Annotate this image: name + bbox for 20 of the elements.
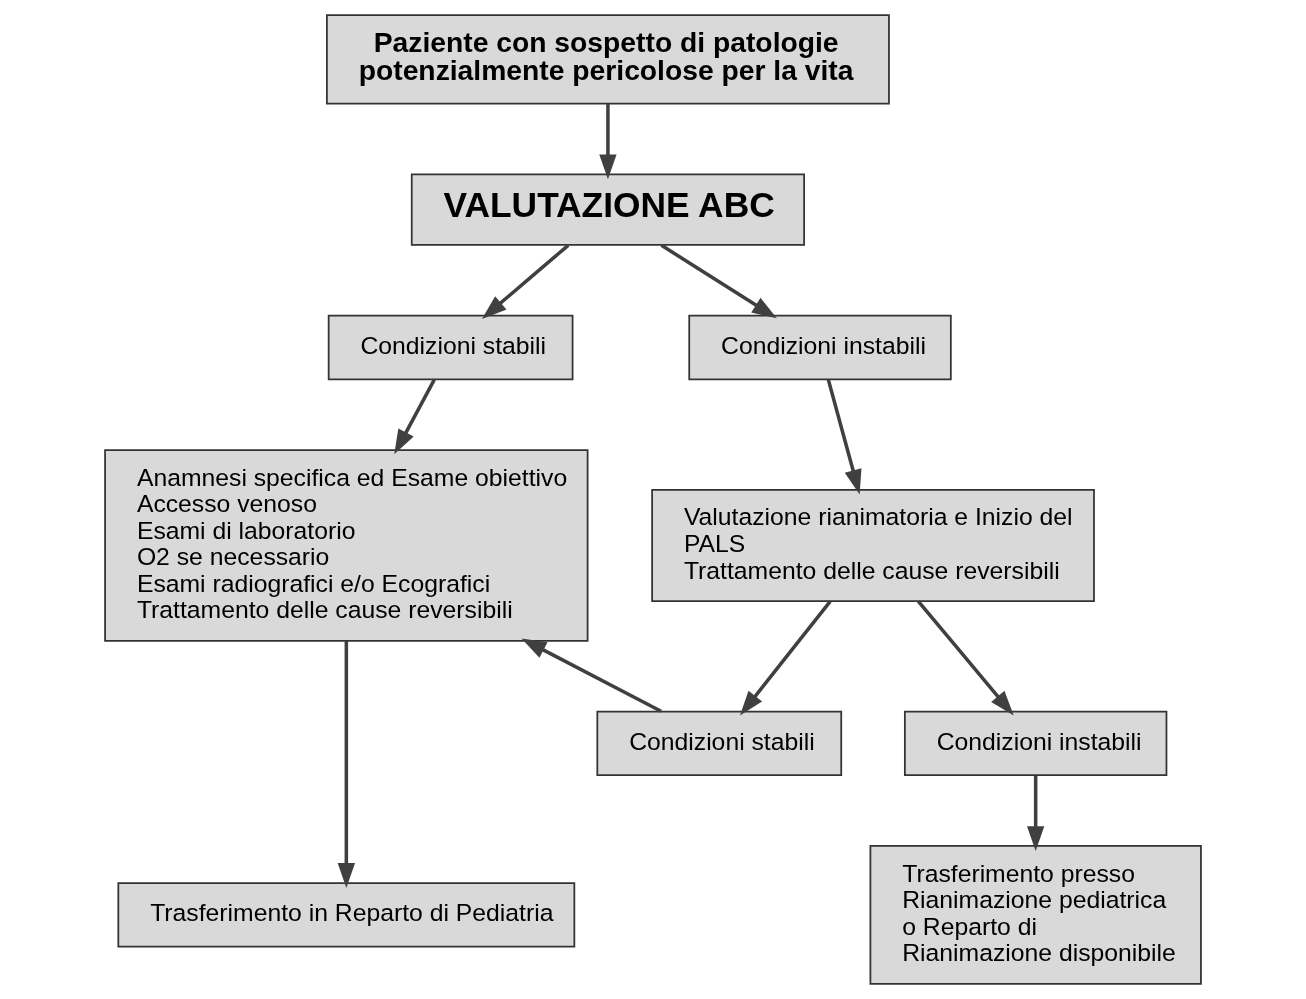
arrow [481, 243, 570, 319]
node-box: VALUTAZIONE ABC [410, 173, 805, 246]
node-box: Condizioni instabili [904, 710, 1168, 777]
node-box: Paziente con sospetto di patologie potenzialmente pericolose per la vita [326, 14, 890, 105]
arrow [337, 640, 355, 888]
arrow [917, 600, 1014, 716]
arrow [521, 638, 662, 713]
arrow [599, 103, 617, 180]
node-box: Valutazione rianimatoria e Inizio del PALS Trattamento delle cause reversibili [651, 488, 1095, 602]
node-box: Trasferimento in Reparto di Pediatria [117, 882, 576, 948]
node-box: Condizioni stabili [596, 710, 843, 777]
node-box: Anamnesi specifica ed Esame obiettivo Accesso venoso Esami di laboratorio O2 se necessario Esami radiografici e/o Ecografici Trattamento delle cause reversibili [104, 449, 589, 642]
arrow [394, 378, 436, 455]
node-box: Condizioni stabili [327, 314, 574, 381]
node-box: Condizioni instabili [688, 314, 952, 381]
arrow [660, 243, 777, 319]
node-box: Trasferimento presso Rianimazione pediatrica o Reparto di Rianimazione disponibile [869, 845, 1202, 985]
arrow [826, 379, 862, 495]
arrow [1027, 775, 1045, 851]
arrow [739, 600, 832, 716]
